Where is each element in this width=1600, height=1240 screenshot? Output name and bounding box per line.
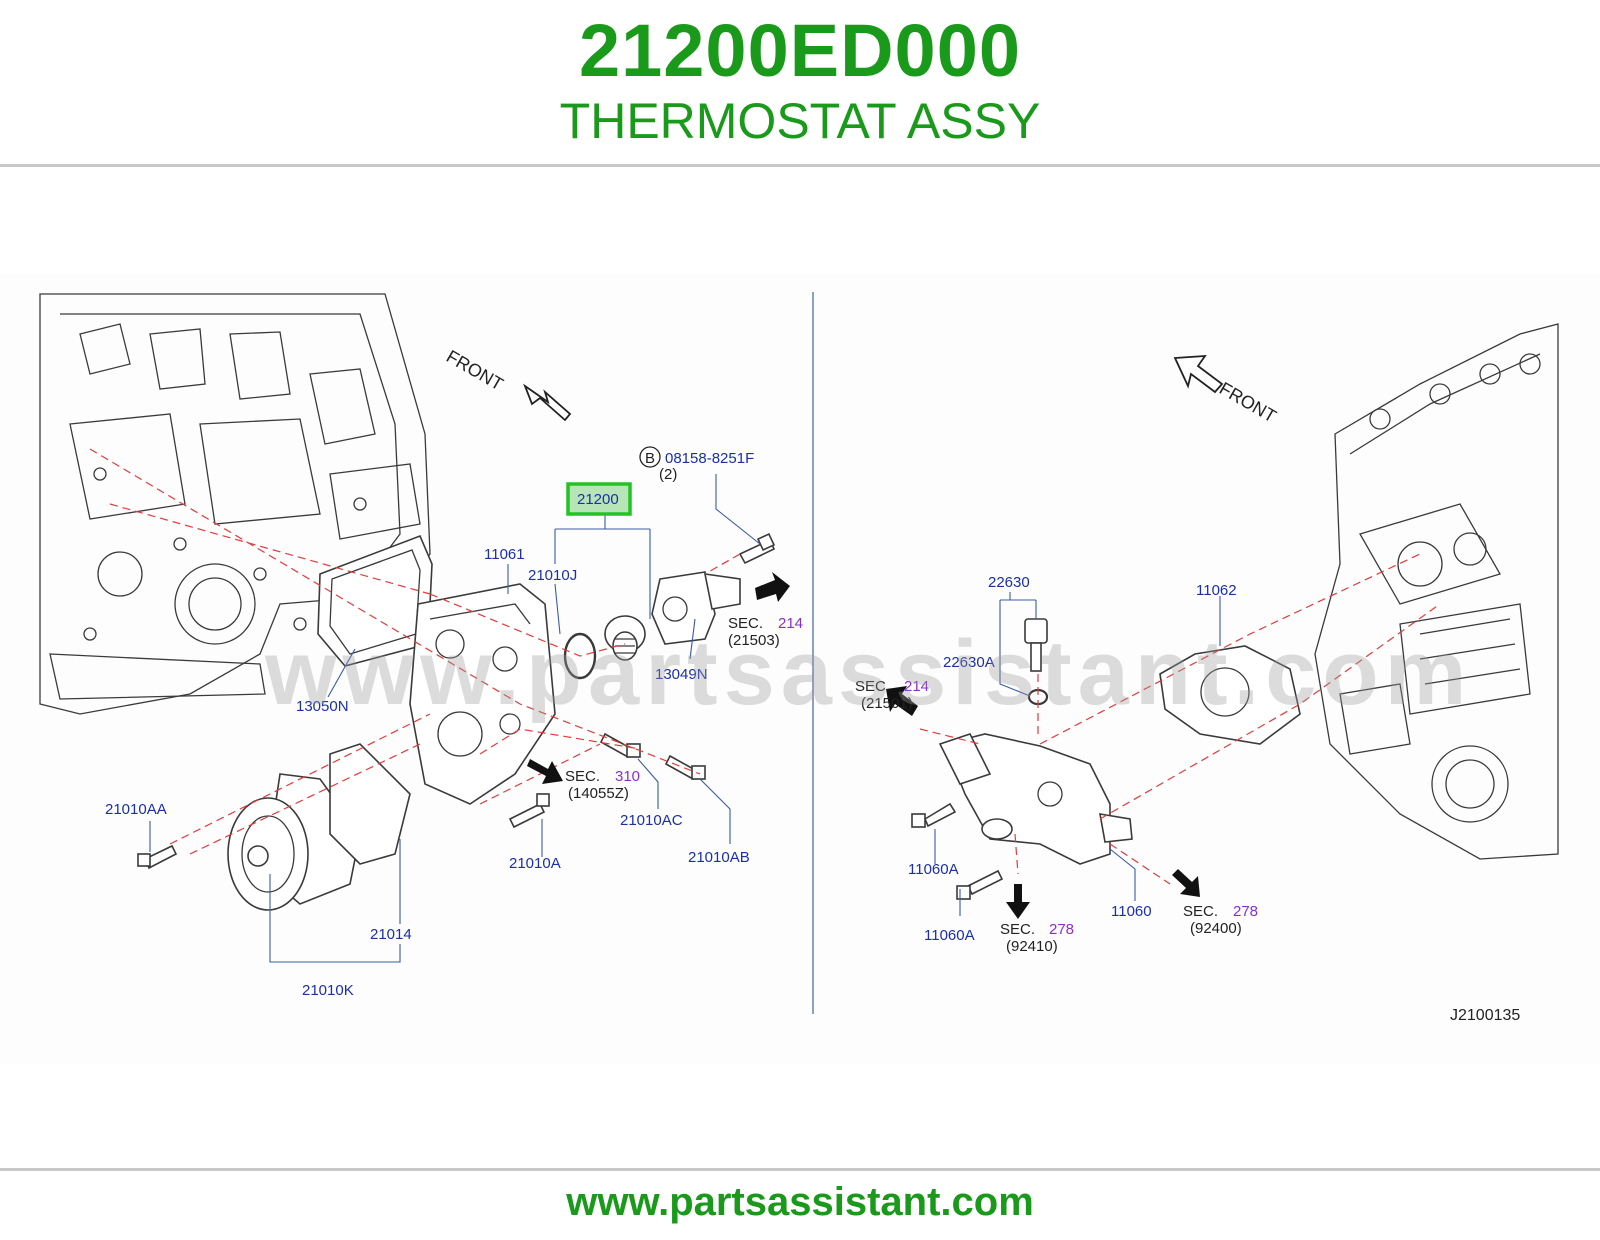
bolt-21010aa [137,844,178,870]
sec-arrow-2-icon [527,759,563,784]
temperature-sensor-22630 [1024,618,1048,672]
footer-divider [0,1168,1600,1171]
sec-4-number: 278 [1049,921,1074,938]
callout-21010k: 21010K [302,982,354,999]
callout-11060: 11060 [1111,903,1152,920]
left-guide-lines [89,448,741,855]
bolt-marker-b [639,446,661,468]
callout-21010ab: 21010AB [688,849,750,866]
bolt-11060a-2 [956,869,1004,900]
watermark-text: www.partsassistant.com [264,622,1472,724]
callout-13049n: 13049N [655,666,708,683]
sec-2-word: SEC. [565,768,600,785]
callout-11061: 11061 [484,546,525,563]
sec-1-word: SEC. [728,615,763,632]
callout-11060a-2: 11060A [924,927,975,944]
sec-arrow-4-icon [1006,884,1030,919]
diagram-background [0,274,1600,1064]
right-guide-lines [919,553,1441,885]
callout-21010aa: 21010AA [105,801,167,818]
part-name-subtitle: THERMOSTAT ASSY [559,93,1041,149]
callout-11062: 11062 [1196,582,1237,599]
front-arrow-left-icon [523,383,572,422]
callout-13050n: 13050N [296,698,349,715]
right-engine-block [1314,323,1559,860]
callout-08158-qty: (2) [659,466,677,483]
bolt-11060a-1 [911,802,957,828]
callout-22630: 22630 [988,574,1030,591]
thermostat-cover-13049n [651,571,741,645]
sec-5-ref: (92400) [1190,920,1242,937]
left-callout-leaders [149,474,761,963]
part-number-title: 21200ED000 [578,9,1022,92]
page-header: 21200ED000 THERMOSTAT ASSY [0,0,1600,168]
callout-21014: 21014 [370,926,412,943]
callout-11060a-1: 11060A [908,861,959,878]
sec-3-ref: (21501) [861,695,913,712]
callout-21010ac: 21010AC [620,812,683,829]
callout-08158-8251f: 08158-8251F [665,450,754,467]
sec-4-ref: (92410) [1006,938,1058,955]
header-divider [0,164,1600,167]
sec-arrow-3-icon [886,686,918,716]
sec-arrow-5-icon [1172,869,1200,897]
sec-arrow-1-icon [755,572,790,602]
gasket-11062 [1159,645,1301,745]
o-ring-21010j [563,632,597,680]
sec-2-number: 310 [615,768,640,785]
sec-1-ref: (21503) [728,632,780,649]
footer-website-link[interactable]: www.partsassistant.com [566,1180,1034,1224]
exploded-parts-diagram: FRONT B 08158-8251F (2) 21200 11061 2101… [0,274,1600,1064]
callout-22630a: 22630A [943,654,995,671]
front-arrow-right-icon [1173,354,1224,394]
sec-1-number: 214 [778,615,803,632]
right-callout-leaders [934,592,1221,916]
bolt-08158 [738,532,776,565]
sec-4-word: SEC. [1000,921,1035,938]
bolt-21010ab [664,754,706,781]
highlight-box-21200 [566,482,632,516]
callout-21200: 21200 [577,491,619,508]
left-engine-block [39,293,431,715]
sec-3-number: 214 [904,678,929,695]
sec-3-word: SEC. [855,678,890,695]
thermostat-housing-11060 [938,733,1133,865]
thermostat-21200 [604,615,646,661]
diagram-canvas: FRONT B 08158-8251F (2) 21200 11061 2101… [0,274,1600,1064]
bolt-marker-b-label: B [645,450,655,467]
bolt-21010a [508,793,550,829]
housing-11061 [409,583,556,805]
callout-21010a: 21010A [509,855,561,872]
callout-21010j: 21010J [528,567,577,584]
gasket-pump [329,743,411,865]
sec-2-ref: (14055Z) [568,785,629,802]
drawing-code: J2100135 [1450,1007,1520,1024]
sec-5-number: 278 [1233,903,1258,920]
sec-5-word: SEC. [1183,903,1218,920]
